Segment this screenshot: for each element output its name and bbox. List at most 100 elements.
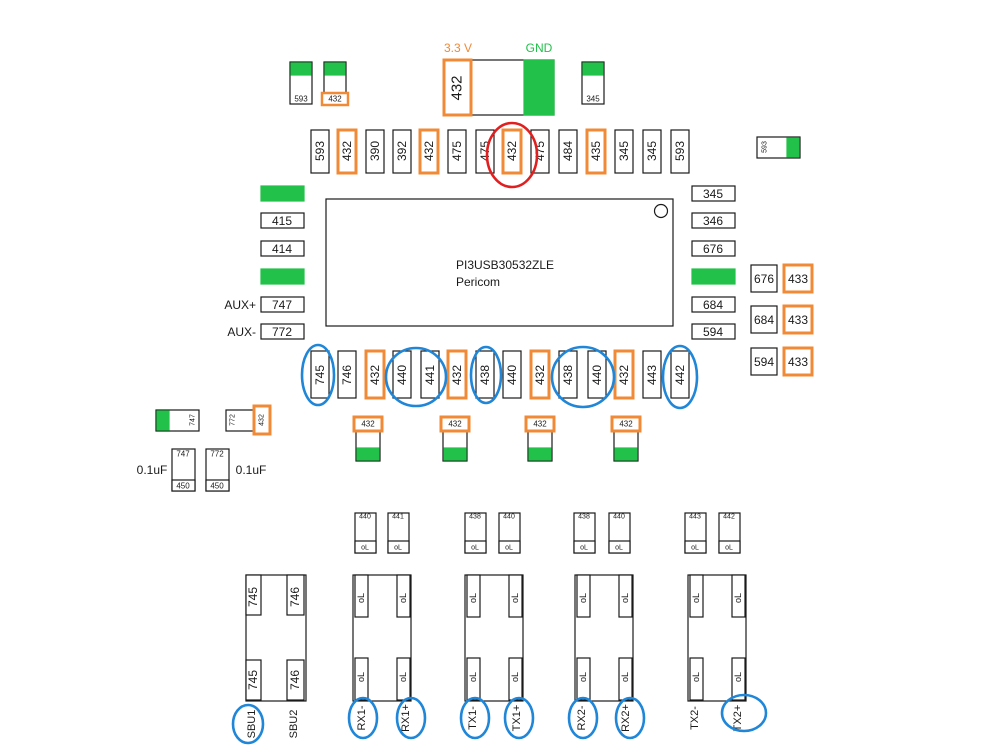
pair-comp-bottom-0: oL	[361, 545, 369, 552]
small-cap-label-0: 432	[361, 420, 375, 429]
top-resistor-label-5: 475	[450, 141, 464, 161]
top-resistor-7	[501, 128, 523, 175]
blue-loop-sbu1	[231, 703, 265, 745]
right-pin-label-1: 346	[703, 214, 723, 228]
pair-comp-bottom-pad-2	[464, 540, 487, 554]
cap-bottom-pad-0	[171, 479, 196, 492]
connector-0-pin-1	[396, 574, 411, 618]
pair-comp-bottom-6: oL	[691, 545, 699, 552]
connector-0-pin-label-2: oL	[356, 672, 366, 682]
top-resistor-label-9: 484	[561, 141, 575, 161]
aux-plus-label: AUX+	[224, 298, 256, 312]
sbu-pin-4-label: 746	[288, 670, 302, 690]
bottom-resistor-label-9: 438	[561, 365, 575, 385]
connector-3-pin-label-2: oL	[691, 672, 701, 682]
gnd-label: GND	[526, 41, 553, 55]
pair-comp-bottom-7: oL	[725, 545, 733, 552]
connector-1-pin-3	[508, 657, 523, 701]
connector-2-pin-label-3: oL	[620, 672, 630, 682]
connector-0-pin-label-1: oL	[398, 593, 408, 603]
left-comp-747-pad	[156, 410, 170, 431]
pair-comp-top-6: 443	[689, 514, 701, 521]
side-comp-pad	[786, 137, 800, 158]
left-pin-green-0	[260, 185, 305, 202]
bottom-resistor-label-1: 746	[340, 365, 354, 385]
connector-1-pin-label-1: oL	[510, 593, 520, 603]
pair-comp-bottom-pad-5	[608, 540, 631, 554]
top-resistor-label-13: 593	[673, 141, 687, 161]
top-resistor-label-10: 435	[589, 141, 603, 161]
bottom-resistor-label-3: 440	[395, 365, 409, 385]
right-pin-label-4: 684	[703, 298, 723, 312]
connector-signal-label-6: TX2-	[689, 706, 701, 730]
sbu-pin-3	[245, 659, 262, 701]
pair-comp-bottom-5: oL	[615, 545, 623, 552]
right-pin-4	[691, 296, 736, 313]
right-pin-0	[691, 185, 736, 202]
bottom-resistor-12	[642, 350, 662, 399]
top-resistor-label-12: 345	[645, 141, 659, 161]
right-pin-green-3	[691, 268, 736, 285]
right-pair-b-1	[782, 304, 814, 335]
regulator-vcc-pad	[442, 58, 473, 117]
top-comp-345-label: 345	[586, 95, 600, 104]
bottom-resistor-7	[502, 350, 522, 399]
bottom-resistor-label-10: 440	[590, 365, 604, 385]
bottom-resistor-label-4: 441	[423, 365, 437, 385]
connector-1-pin-label-2: oL	[468, 672, 478, 682]
left-comp-747-label: 747	[190, 414, 197, 426]
small-cap-highlight-2	[524, 415, 556, 433]
right-pin-label-0: 345	[703, 187, 723, 201]
cap-top-label-1: 772	[210, 450, 224, 459]
right-pair-b-label-1: 433	[788, 313, 808, 327]
bottom-resistor-5	[446, 349, 468, 400]
left-comp-772-label: 772	[230, 414, 237, 426]
cap-value-right: 0.1uF	[236, 463, 267, 477]
regulator-value: 432	[449, 75, 466, 100]
pair-comp-top-3: 440	[503, 514, 515, 521]
bottom-resistor-13	[670, 350, 690, 399]
sbu-pin-1-label: 745	[246, 587, 260, 607]
right-pair-a-1	[750, 305, 778, 334]
connector-2-pin-1	[618, 574, 633, 618]
connector-1-pin-0	[466, 574, 481, 618]
top-comp-593-pad	[290, 62, 312, 76]
top-resistor-5	[447, 129, 467, 174]
right-pair-a-label-1: 684	[754, 313, 774, 327]
small-cap-pad-2	[528, 447, 552, 461]
pin1-marker	[653, 203, 669, 219]
top-comp-432-label: 432	[328, 95, 342, 104]
top-comp-593-label: 593	[294, 95, 308, 104]
left-pin-4	[260, 296, 305, 313]
connector-1-pin-label-3: oL	[510, 672, 520, 682]
blue-loop-signal-2	[459, 696, 491, 740]
connector-3-pin-3	[731, 657, 746, 701]
cap-bottom-pad-1	[205, 479, 230, 492]
right-pair-a-0	[750, 264, 778, 293]
cap-value-left: 0.1uF	[137, 463, 168, 477]
sbu-pin-3-label: 745	[246, 670, 260, 690]
left-pin-1	[260, 212, 305, 229]
bottom-resistor-label-12: 443	[645, 365, 659, 385]
connector-3-pin-label-1: oL	[733, 593, 743, 603]
vcc-label: 3.3 V	[444, 41, 472, 55]
connector-2-pin-2	[576, 657, 591, 701]
bottom-resistor-label-0: 745	[313, 365, 327, 385]
blue-loop-442	[661, 344, 699, 410]
small-cap-highlight-0	[352, 415, 384, 433]
bottom-resistor-label-7: 440	[505, 365, 519, 385]
chip-part-number: PI3USB30532ZLE	[456, 258, 554, 272]
connector-3-pin-2	[689, 657, 704, 701]
pair-comp-top-4: 438	[578, 514, 590, 521]
top-resistor-0	[310, 129, 330, 174]
pair-comp-top-1: 441	[392, 514, 404, 521]
top-resistor-label-4: 432	[422, 141, 436, 161]
connector-1-pin-1	[508, 574, 523, 618]
pair-comp-bottom-pad-6	[684, 540, 707, 554]
pair-comp-bottom-pad-1	[387, 540, 410, 554]
pair-comp-bottom-pad-3	[498, 540, 521, 554]
connector-0-pin-2	[354, 657, 369, 701]
connector-2-pin-label-2: oL	[578, 672, 588, 682]
chip-manufacturer: Pericom	[456, 275, 500, 289]
